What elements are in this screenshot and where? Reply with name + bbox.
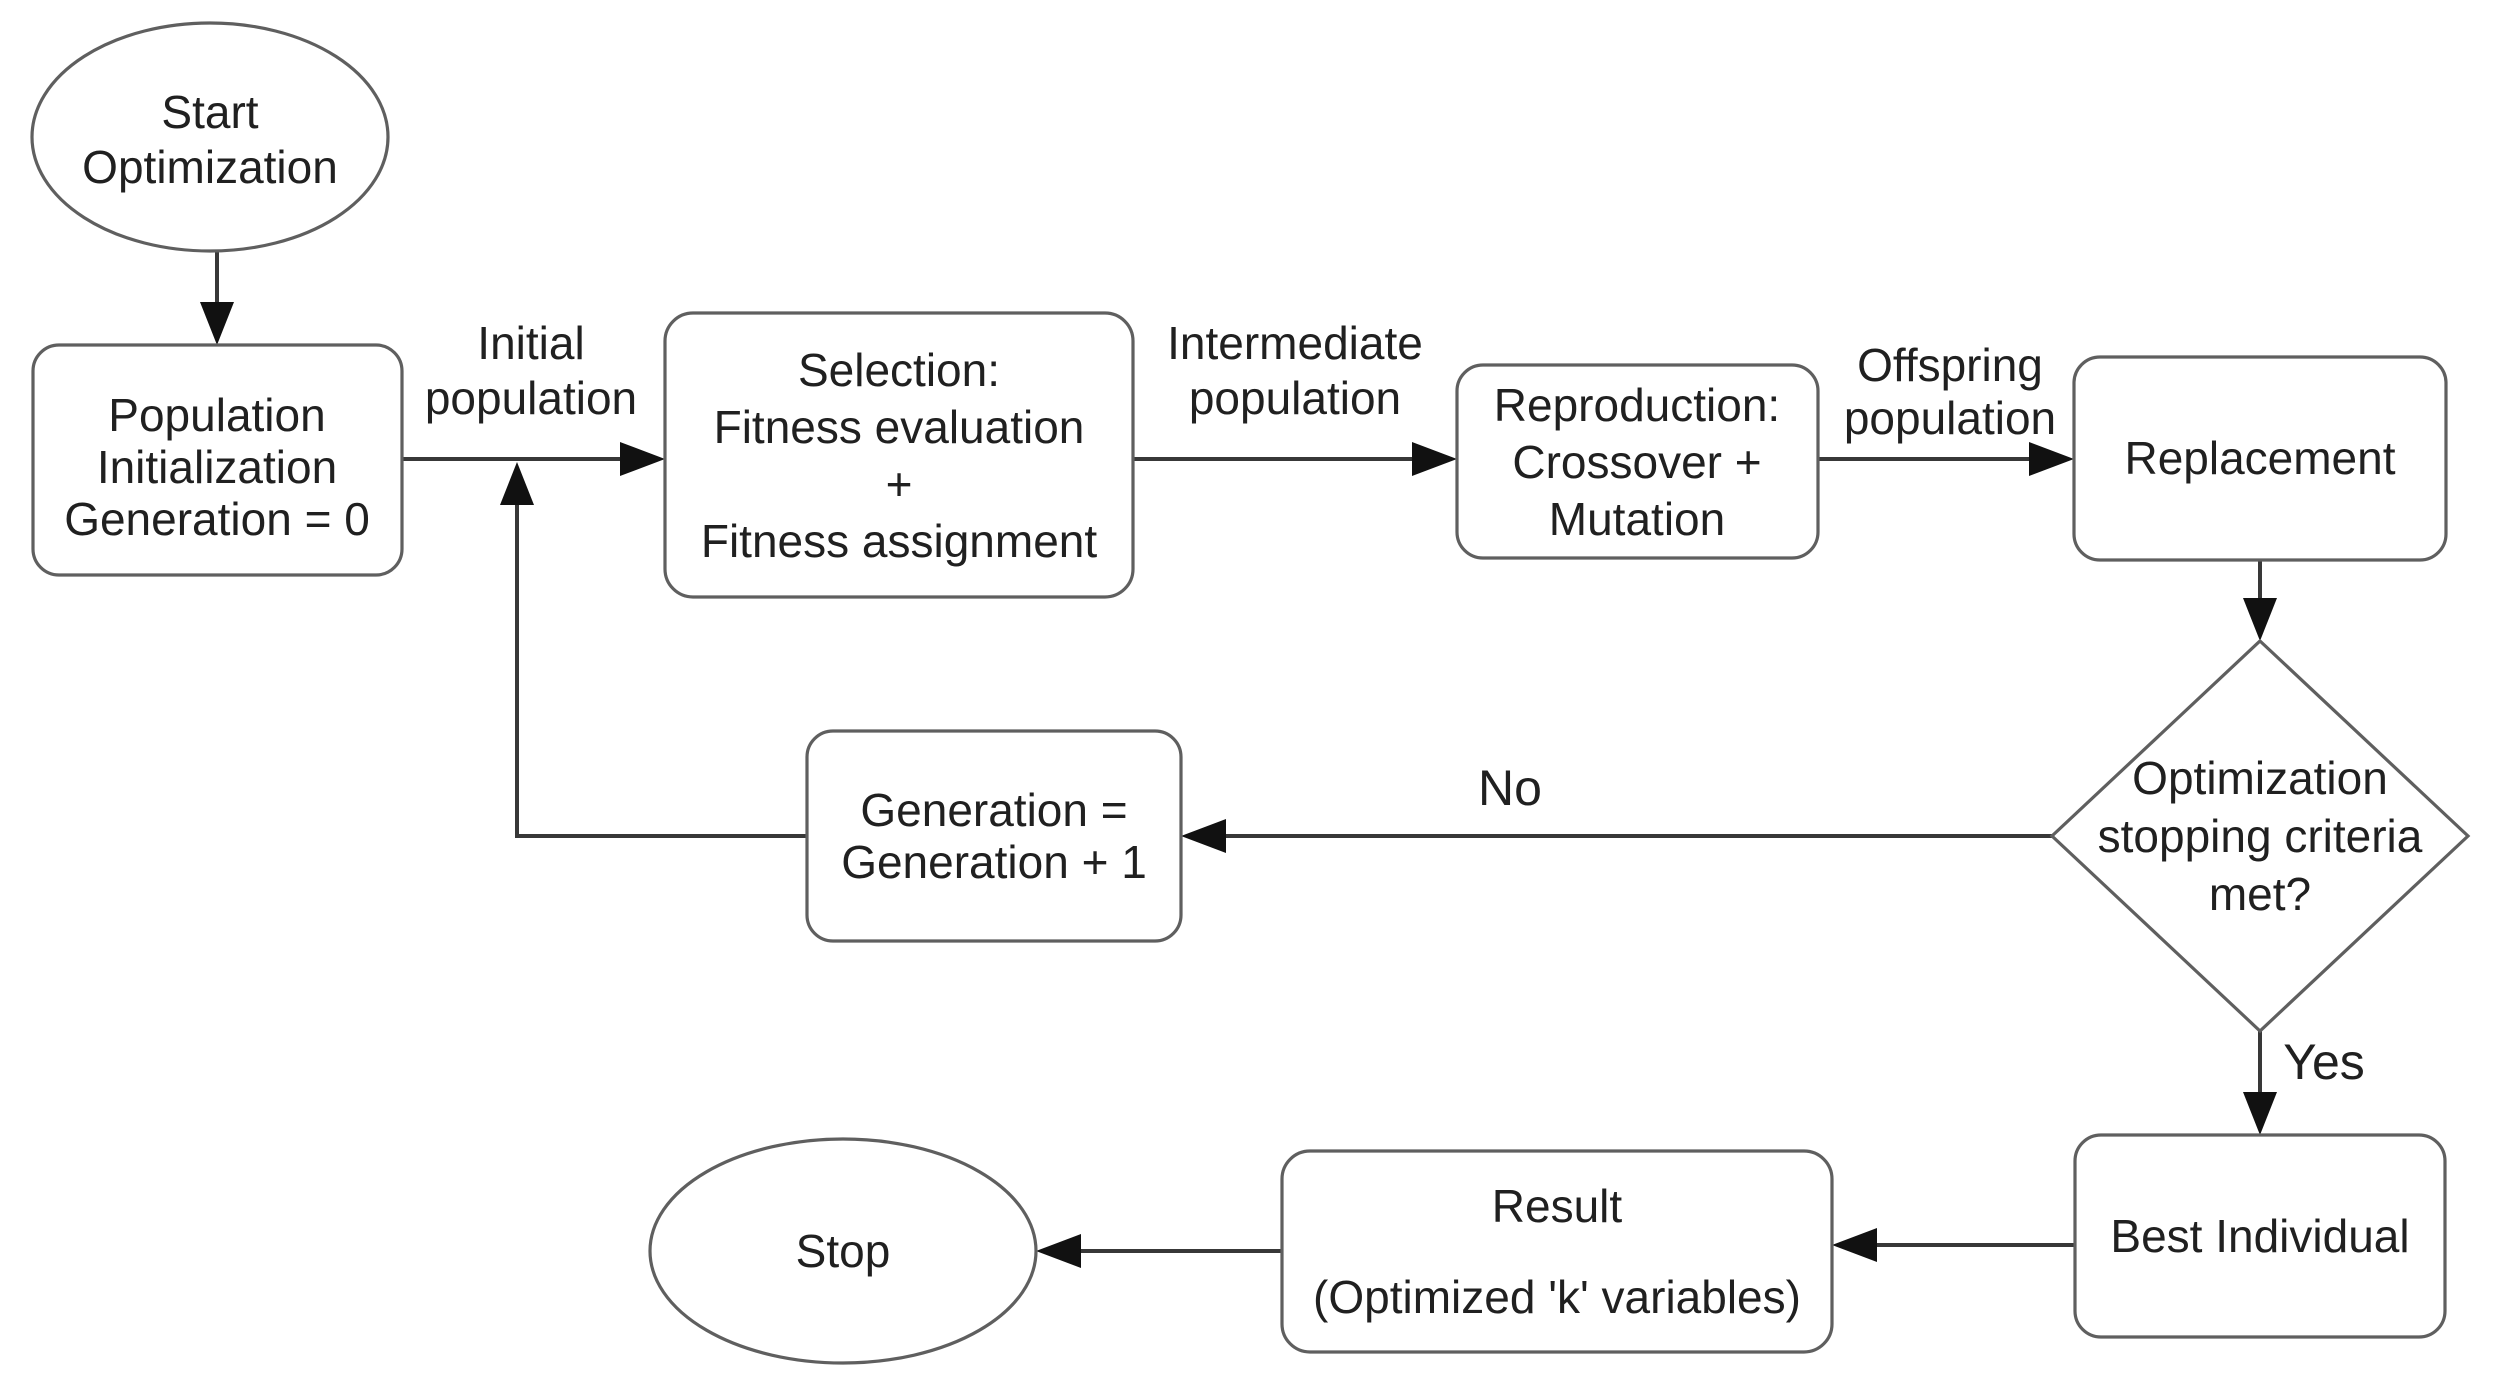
edge-best-individual-to-result — [1832, 1228, 2075, 1262]
node-replacement: Replacement — [2072, 355, 2448, 562]
edge-label-yes: Yes — [2283, 1034, 2365, 1090]
reproduction-box — [1455, 363, 1820, 560]
node-generation-line: Generation + 1 — [841, 836, 1147, 888]
edge-selection-to-reproduction — [1133, 442, 1457, 476]
node-reproduction-line: Reproduction: — [1494, 379, 1780, 431]
edge-label-line: Offspring — [1857, 339, 2043, 391]
edge-label-line: Intermediate — [1167, 317, 1423, 369]
node-stop: Stop — [648, 1137, 1038, 1365]
edge-reproduction-to-replacement — [1818, 442, 2074, 476]
edge-label-intermediate-population: Intermediate population — [1167, 317, 1423, 424]
node-start-line: Optimization — [82, 141, 338, 193]
edge-label-line: population — [1844, 392, 2056, 444]
decision-diamond-shape — [2049, 638, 2471, 1034]
edge-line — [515, 503, 807, 838]
node-generation-line: Generation = — [860, 784, 1127, 836]
arrowhead — [200, 302, 234, 345]
node-reproduction-line: Mutation — [1549, 493, 1725, 545]
start-ellipse-shape — [30, 21, 390, 253]
selection-box — [663, 311, 1135, 599]
best-individual-box — [2073, 1133, 2447, 1339]
edge-label-initial-population: Initial population — [425, 317, 637, 424]
node-result: Result (Optimized 'k' variables) — [1280, 1149, 1834, 1354]
edge-label-line: Initial — [477, 317, 584, 369]
node-best-individual-line: Best Individual — [2110, 1210, 2409, 1262]
arrowhead — [1412, 442, 1457, 476]
node-result-line: Result — [1492, 1180, 1623, 1232]
edge-label-no: No — [1478, 760, 1542, 816]
edge-label-offspring-population: Offspring population — [1844, 339, 2056, 444]
generation-increment-box — [805, 729, 1183, 943]
node-selection-line: + — [886, 458, 913, 510]
node-stopping-criteria-decision: Optimization stopping criteria met? — [2049, 638, 2471, 1034]
node-start: Start Optimization — [30, 21, 390, 253]
arrowhead — [2243, 598, 2277, 641]
node-reproduction: Reproduction: Crossover + Mutation — [1455, 363, 1820, 560]
node-reproduction-line: Crossover + — [1512, 436, 1761, 488]
edge-generation-loop-back — [500, 462, 807, 838]
node-population-line: Generation = 0 — [64, 493, 370, 545]
arrowhead — [620, 442, 665, 476]
arrowhead — [1036, 1234, 1081, 1268]
edge-result-to-stop — [1036, 1234, 1282, 1268]
result-box — [1280, 1149, 1834, 1354]
edge-start-to-population — [200, 251, 234, 345]
arrowhead — [2029, 442, 2074, 476]
edge-decision-yes-to-best-individual — [2243, 1031, 2277, 1135]
node-population-initialization: Population Initialization Generation = 0 — [31, 343, 404, 577]
edge-label-line: population — [425, 372, 637, 424]
node-start-line: Start — [161, 86, 258, 138]
node-decision-line: stopping criteria — [2098, 810, 2423, 862]
node-generation-increment: Generation = Generation + 1 — [805, 729, 1183, 943]
node-population-line: Initialization — [97, 441, 337, 493]
node-result-line: (Optimized 'k' variables) — [1313, 1271, 1801, 1323]
edge-decision-no-to-generation — [1181, 819, 2052, 853]
node-replacement-line: Replacement — [2124, 432, 2395, 484]
arrowhead — [500, 462, 534, 505]
node-selection: Selection: Fitness evaluation + Fitness … — [663, 311, 1135, 599]
node-best-individual: Best Individual — [2073, 1133, 2447, 1339]
node-decision-line: met? — [2209, 868, 2311, 920]
stop-ellipse-shape — [648, 1137, 1038, 1365]
replacement-box — [2072, 355, 2448, 562]
edge-label-line: population — [1189, 372, 1401, 424]
node-selection-line: Fitness evaluation — [714, 401, 1085, 453]
edge-replacement-to-decision — [2243, 560, 2277, 641]
node-stop-line: Stop — [796, 1225, 891, 1277]
node-population-line: Population — [108, 389, 325, 441]
node-decision-line: Optimization — [2132, 752, 2388, 804]
population-initialization-box — [31, 343, 404, 577]
arrowhead — [1181, 819, 1226, 853]
node-selection-line: Selection: — [798, 344, 1000, 396]
arrowhead — [1832, 1228, 1877, 1262]
arrowhead — [2243, 1092, 2277, 1135]
node-selection-line: Fitness assignment — [701, 515, 1097, 567]
edge-population-to-selection — [402, 442, 665, 476]
